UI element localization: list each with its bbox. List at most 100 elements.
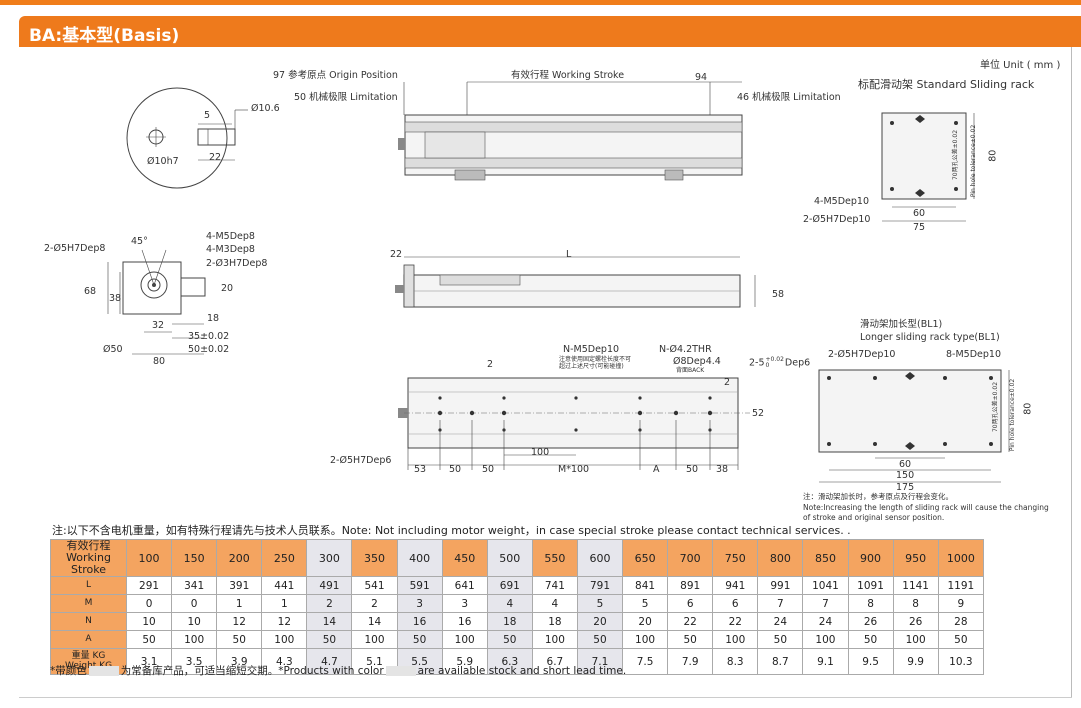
end-h3-label: 2-Ø3H7Dep8 [206, 258, 268, 269]
bottom-small-note-1: 注意使用固定螺栓长度不可 [559, 356, 632, 363]
table-cell: 1191 [937, 576, 985, 596]
rack-m5-label: 4-M5Dep10 [814, 196, 869, 207]
table-cell: 7.9 [667, 648, 714, 676]
stroke-cell: 350 [351, 538, 398, 578]
standard-rack-title: 标配滑动架 Standard Sliding rack [858, 78, 1035, 91]
bottom-h52-label: 52 [752, 408, 765, 419]
shaft-d10h7-label: Ø10h7 [147, 156, 179, 167]
table-cell: 4.3 [261, 648, 308, 676]
table-cell: 2 [306, 594, 353, 614]
stroke-cell: 600 [576, 538, 624, 578]
table-cell: 5 [576, 594, 624, 614]
table-cell: 50 [576, 630, 624, 650]
rack-tol-cn-label: 70两孔公差±0.02 [952, 129, 960, 181]
end-view-drawing [107, 249, 206, 355]
long-rack-pin-label: 2-Ø5H7Dep10 [828, 349, 896, 360]
stroke-cell: 200 [216, 538, 263, 578]
standard-rack-drawing [881, 112, 975, 222]
table-cell: 8.3 [712, 648, 759, 676]
table-cell: 7.5 [622, 648, 669, 676]
footer-text-3: are available stock and short lead time. [417, 665, 627, 677]
bottom-dim-a: A [653, 464, 660, 475]
bottom-back-label: 背面BACK [676, 367, 705, 374]
table-cell: 100 [892, 630, 939, 650]
table-cell: 22 [712, 612, 759, 632]
top-view-drawing [398, 81, 743, 181]
stroke-cell: 950 [892, 538, 939, 578]
rack-tol-en-label: Pin hole tolerance±0.02 [970, 124, 978, 198]
table-cell: 100 [622, 630, 669, 650]
table-cell: 891 [667, 576, 714, 596]
long-rack-note-en-2: of stroke and original sensor position. [803, 513, 945, 522]
table-cell: 4 [486, 594, 533, 614]
long-rack-w60-label: 60 [899, 459, 912, 470]
right-border [1071, 47, 1072, 697]
table-cell: 341 [171, 576, 218, 596]
table-cell: 7 [802, 594, 849, 614]
title-bar: BA:基本型(Basis) [19, 16, 1081, 47]
table-cell: 16 [441, 612, 488, 632]
table-cell: 18 [531, 612, 578, 632]
table-cell: 50 [125, 630, 173, 650]
table-cell: 9 [937, 594, 985, 614]
table-cell: 50 [486, 630, 533, 650]
bottom-cb-label: Ø8Dep4.4 [673, 356, 721, 367]
table-cell: 841 [622, 576, 669, 596]
stock-color-swatch-2 [385, 666, 416, 676]
long-rack-note-en-1: Note:Increasing the length of sliding ra… [803, 503, 1049, 512]
table-cell: 2 [351, 594, 398, 614]
end-h20-label: 20 [221, 283, 234, 294]
table-cell: 24 [757, 612, 804, 632]
footer-text-2: 为常备库产品，可适当缩短交期。*Products with color [120, 665, 384, 677]
bottom-dim-53: 53 [414, 464, 427, 475]
table-cell: 741 [531, 576, 578, 596]
table-cell: 941 [712, 576, 759, 596]
table-cell: 50 [757, 630, 804, 650]
table-cell: 1 [216, 594, 263, 614]
table-cell: 591 [396, 576, 443, 596]
end-h38-label: 38 [109, 293, 122, 304]
bottom-d2b-label: 2 [724, 377, 731, 388]
long-rack-title-en: Longer sliding rack type(BL1) [860, 332, 1000, 343]
rack-h80-label: 80 [987, 149, 999, 162]
table-cell: 100 [261, 630, 308, 650]
side-h58-label: 58 [772, 289, 785, 300]
stroke-cell: 900 [847, 538, 894, 578]
table-cell: 100 [171, 630, 218, 650]
bottom-dim-50a: 50 [449, 464, 462, 475]
shaft-drawing [126, 87, 248, 189]
long-rack-w150-label: 150 [896, 470, 915, 481]
end-m3-label: 4-M3Dep8 [206, 244, 255, 255]
table-cell: 9.1 [802, 648, 849, 676]
end-d50c-label: Ø50 [103, 344, 123, 355]
table-cell: 0 [125, 594, 173, 614]
table-cell: 50 [847, 630, 894, 650]
table-cell: 9.9 [892, 648, 939, 676]
stroke-cell: 800 [757, 538, 804, 578]
top-stroke-label: 有效行程 Working Stroke [511, 70, 625, 81]
stroke-cell: 750 [712, 538, 759, 578]
end-d35-label: 35±0.02 [188, 331, 230, 342]
long-rack-note-cn: 注：滑动架加长时，参考原点及行程会变化。 [803, 492, 953, 501]
end-d80-label: 80 [153, 356, 166, 367]
top-lim50-label: 50 机械极限 Limitation [294, 92, 398, 103]
table-cell: 6.7 [531, 648, 578, 676]
bottom-dim-50c: 50 [686, 464, 699, 475]
row-label-cell: A [50, 630, 127, 650]
bottom-view-drawing [398, 377, 750, 470]
stroke-cell: 700 [667, 538, 714, 578]
side-d22-label: 22 [390, 249, 403, 260]
table-cell: 1041 [802, 576, 849, 596]
footer-text-1: *带颜色 [50, 665, 87, 677]
table-cell: 3.5 [171, 648, 218, 676]
table-cell: 391 [216, 576, 263, 596]
end-d50-label: 50±0.02 [188, 344, 230, 355]
table-cell: 10.3 [937, 648, 985, 676]
end-d32-label: 32 [152, 320, 165, 331]
